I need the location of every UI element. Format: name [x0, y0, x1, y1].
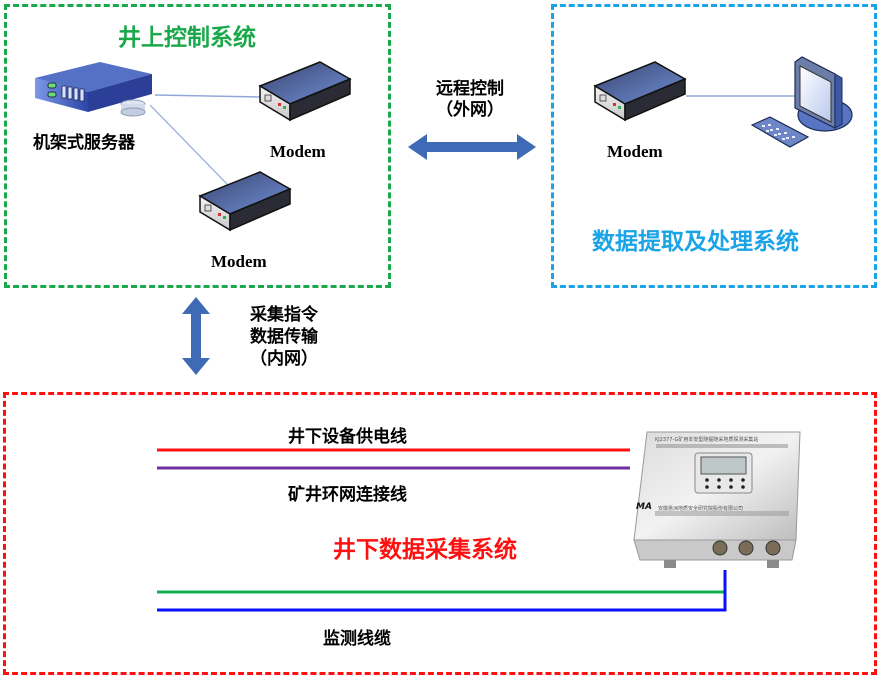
device-maker-caption: 安徽惠洲地质安全研究院股份有限公司 [658, 506, 744, 512]
modem-icon-remote [593, 61, 687, 122]
server-modem1-link [154, 94, 261, 98]
desktop-computer-icon [750, 56, 853, 148]
remote-link-label-line1: 远程控制 [436, 79, 504, 99]
power-supply-line-label: 井下设备供电线 [288, 427, 407, 447]
internal-link-label-line3: （内网） [250, 349, 318, 369]
surface-control-system-title: 井上控制系统 [118, 25, 256, 51]
internal-link-label: 采集指令 数据传输 （内网） [234, 304, 334, 370]
data-processing-system-box [551, 4, 877, 288]
remote-link-double-arrow [408, 134, 536, 160]
monitoring-cable-label: 监测线缆 [323, 629, 391, 649]
remote-link-label-line2: （外网） [436, 100, 504, 120]
rack-server-icon [35, 62, 152, 117]
underground-acquisition-system-box [3, 392, 877, 675]
modem-label-surface-2: Modem [211, 252, 267, 271]
monitoring-cable-line [157, 570, 727, 612]
acquisition-station-device-icon [633, 431, 801, 568]
underground-acquisition-system-title: 井下数据采集系统 [333, 537, 517, 563]
internal-link-label-line2: 数据传输 [250, 327, 318, 347]
data-processing-system-title: 数据提取及处理系统 [592, 229, 799, 255]
rack-server-label: 机架式服务器 [33, 133, 135, 153]
modem-icon-surface-1 [258, 61, 352, 122]
device-mark: MA [636, 502, 652, 512]
remote-link-label: 远程控制 （外网） [420, 79, 520, 121]
surface-control-system-box [4, 4, 391, 288]
internal-link-double-arrow [182, 297, 210, 375]
modem-label-surface-1: Modem [270, 142, 326, 161]
ring-network-line-label: 矿井环网连接线 [288, 485, 407, 505]
device-model-caption: KJ2377-G矿用本安型随掘随采地质探测采集站 [655, 437, 759, 443]
internal-link-label-line1: 采集指令 [250, 305, 318, 325]
server-modem2-link [149, 104, 229, 186]
modem-icon-surface-2 [198, 171, 292, 232]
modem-label-remote: Modem [607, 142, 663, 161]
